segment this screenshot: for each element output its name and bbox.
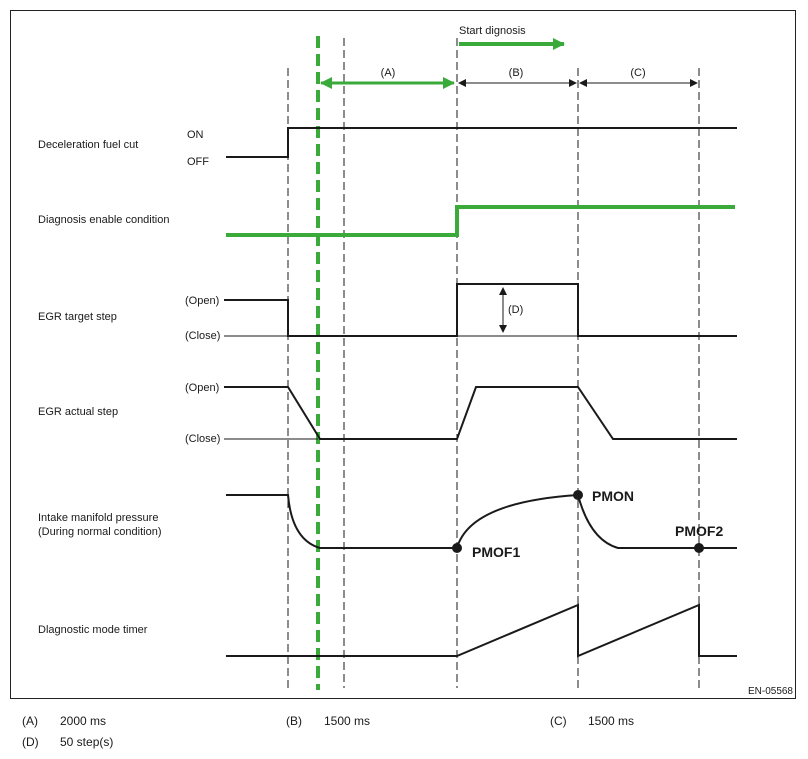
legend-item-c: (C) 1500 ms	[550, 714, 634, 728]
egr-actual-close-label: (Close)	[185, 433, 220, 445]
legend-value-a: 2000 ms	[60, 714, 107, 728]
decel-fuel-cut-on-label: ON	[187, 129, 204, 141]
legend-value-c: 1500 ms	[588, 714, 635, 728]
figure-id: EN-05568	[748, 686, 793, 697]
diag-enable-label: Diagnosis enable condition	[38, 214, 169, 226]
diag-timer-waveform	[226, 603, 737, 658]
legend-value-d: 50 step(s)	[60, 735, 114, 749]
pmon-point	[573, 490, 583, 500]
egr-target-label: EGR target step	[38, 311, 117, 323]
interval-b-label: (B)	[509, 67, 524, 79]
pmof2-point	[694, 543, 704, 553]
pmof1-point	[452, 543, 462, 553]
legend-key-a: (A)	[22, 714, 38, 728]
time-markers	[287, 38, 700, 688]
diag-enable-waveform	[226, 205, 735, 237]
decel-fuel-cut-label: Deceleration fuel cut	[38, 139, 138, 151]
egr-target-open-label: (Open)	[185, 295, 219, 307]
egr-target-waveform	[224, 283, 737, 337]
intake-pressure-label-line1: Intake manifold pressure	[38, 512, 158, 524]
egr-actual-waveform	[224, 386, 737, 440]
pmof2-label: PMOF2	[675, 523, 723, 539]
egr-actual-open-label: (Open)	[185, 382, 219, 394]
intake-pressure-label-line2: (During normal condition)	[38, 526, 162, 538]
egr-target-close-label: (Close)	[185, 330, 220, 342]
timing-diagram: Start dignosis (A) (B) (C) Deceleration …	[38, 25, 793, 697]
diagram-frame	[10, 10, 796, 699]
pmon-label: PMON	[592, 488, 634, 504]
legend-value-b: 1500 ms	[324, 714, 371, 728]
egr-actual-label: EGR actual step	[38, 406, 118, 418]
legend-key-c: (C)	[550, 714, 567, 728]
start-diagnosis-label: Start dignosis	[459, 25, 526, 37]
intake-pressure-waveform	[226, 493, 737, 549]
step-d-label: (D)	[508, 304, 523, 316]
decel-fuel-cut-off-label: OFF	[187, 156, 209, 168]
pmof1-label: PMOF1	[472, 544, 520, 560]
interval-c-label: (C)	[630, 67, 645, 79]
diag-timer-label: Dlagnostic mode timer	[38, 624, 148, 636]
legend-item-a: (A) 2000 ms	[22, 714, 106, 728]
interval-a-label: (A)	[381, 67, 396, 79]
legend-item-d: (D) 50 step(s)	[22, 735, 113, 749]
decel-fuel-cut-waveform	[226, 127, 737, 158]
legend-key-d: (D)	[22, 735, 39, 749]
legend-key-b: (B)	[286, 714, 302, 728]
legend-item-b: (B) 1500 ms	[286, 714, 370, 728]
